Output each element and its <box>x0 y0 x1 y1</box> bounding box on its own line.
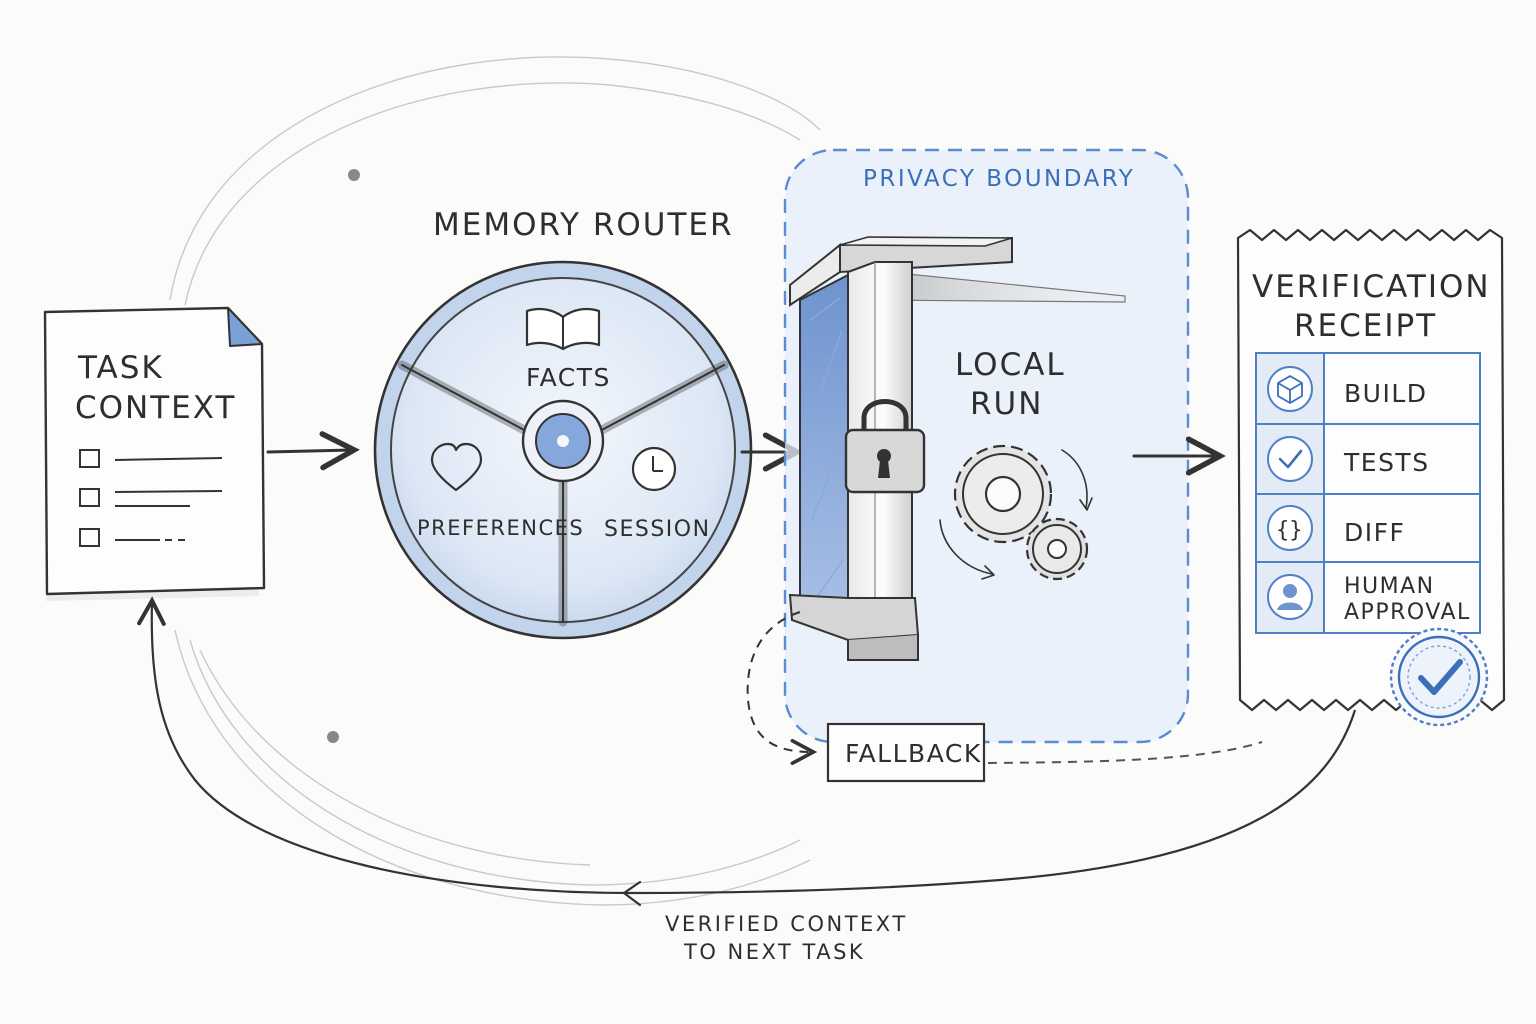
padlock-icon <box>844 399 926 494</box>
gears-icon <box>939 444 1093 581</box>
receipt-row-diff: {} DIFF <box>1267 505 1405 551</box>
verification-receipt[interactable]: VERIFICATION RECEIPT BUILD T <box>1236 228 1506 727</box>
receipt-row-build: BUILD <box>1267 366 1428 412</box>
loop-label-line1: VERIFIED CONTEXT <box>665 912 908 936</box>
node-dot <box>348 169 360 181</box>
svg-text:{}: {} <box>1276 518 1303 543</box>
checkbox-icon <box>79 528 100 547</box>
approval-seal-icon <box>1389 627 1489 727</box>
receipt-title-line1: VERIFICATION <box>1252 269 1491 305</box>
receipt-row-label-line2: APPROVAL <box>1344 600 1471 625</box>
privacy-boundary-label: PRIVACY BOUNDARY <box>863 166 1135 192</box>
check-icon <box>1267 436 1313 482</box>
memory-router-wheel[interactable]: FACTS PREFERENCES SESSION <box>373 260 753 640</box>
receipt-row-label: TESTS <box>1343 448 1430 477</box>
book-icon <box>525 307 601 351</box>
heart-icon <box>430 442 483 492</box>
task-context-document[interactable]: TASK CONTEXT <box>43 306 266 601</box>
person-icon <box>1267 574 1313 620</box>
loop-back-arrow <box>137 596 1357 895</box>
checklist <box>79 449 223 547</box>
cube-icon <box>1267 366 1313 412</box>
task-context-title-line1: TASK <box>77 350 164 386</box>
segment-facts-label: FACTS <box>526 363 611 392</box>
fallback-box[interactable]: FALLBACK <box>826 722 986 783</box>
receipt-row-label: BUILD <box>1344 379 1428 408</box>
segment-session-label: SESSION <box>604 517 711 542</box>
receipt-row-label: DIFF <box>1344 518 1405 547</box>
arrow-to-router <box>266 431 360 471</box>
clock-icon <box>631 446 677 492</box>
segment-preferences-label: PREFERENCES <box>417 516 584 540</box>
receipt-title-line2: RECEIPT <box>1294 308 1437 344</box>
loop-arrow-chevron <box>622 880 642 907</box>
receipt-row-tests: TESTS <box>1267 436 1430 482</box>
privacy-boundary-zone[interactable]: PRIVACY BOUNDARY LOCAL RUN <box>783 148 1190 744</box>
task-context-title-line2: CONTEXT <box>75 390 236 426</box>
local-run-line1: LOCAL <box>955 347 1066 383</box>
node-dot <box>327 731 339 743</box>
receipt-row-human-approval: HUMAN APPROVAL <box>1267 574 1471 625</box>
background-arcs <box>169 56 821 906</box>
loop-label-line2: TO NEXT TASK <box>683 940 865 964</box>
fallback-label: FALLBACK <box>845 739 982 768</box>
fallback-dashed-arrow <box>746 611 818 766</box>
local-run-line2: RUN <box>970 386 1043 422</box>
checkbox-icon <box>79 488 100 507</box>
braces-icon: {} <box>1267 505 1313 551</box>
checkbox-icon <box>79 449 100 468</box>
folded-corner <box>227 307 263 347</box>
memory-router-title: MEMORY ROUTER <box>433 207 734 243</box>
receipt-row-label-line1: HUMAN <box>1344 574 1435 599</box>
fallback-return-dashed-line <box>987 741 1263 764</box>
